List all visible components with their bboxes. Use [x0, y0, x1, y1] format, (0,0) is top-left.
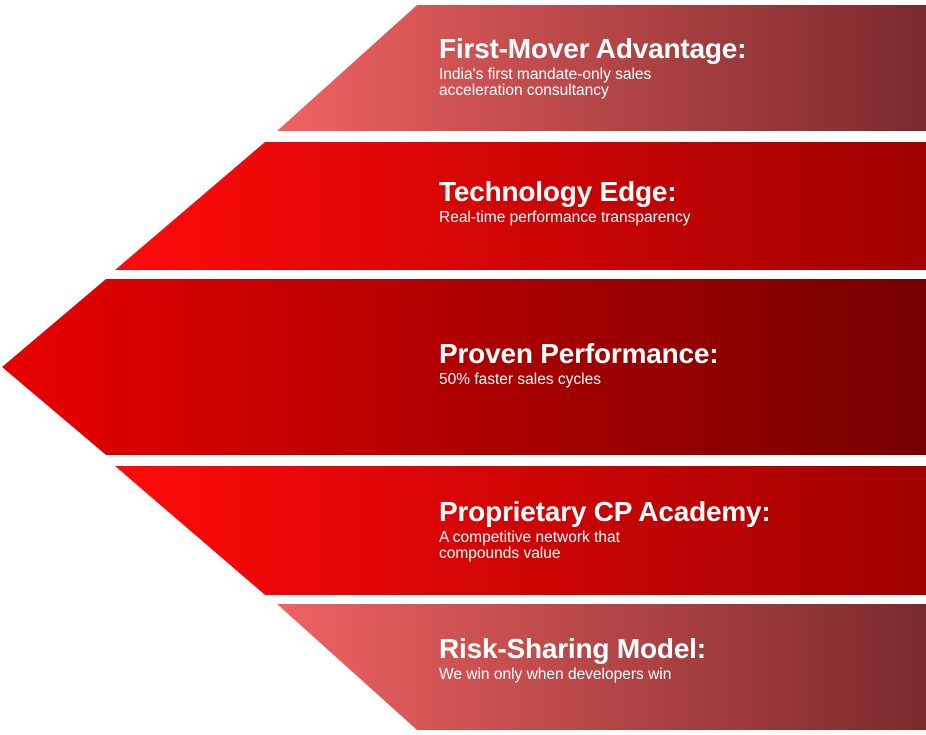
band-2 — [115, 142, 926, 270]
item-risk-sharing: Risk-Sharing Model: We win only when dev… — [439, 633, 706, 683]
item-desc: 50% faster sales cycles — [439, 371, 601, 388]
item-title: First-Mover Advantage: — [439, 33, 747, 64]
band-5 — [277, 604, 926, 730]
item-desc-line2: acceleration consultancy — [439, 82, 609, 99]
item-technology-edge: Technology Edge: Real-time performance t… — [439, 176, 691, 226]
item-title: Proprietary CP Academy: — [439, 496, 771, 527]
item-title: Risk-Sharing Model: — [439, 633, 706, 664]
band-4 — [115, 466, 926, 595]
band-3-arrow-tip — [2, 279, 926, 455]
item-desc: A competitive network that — [439, 529, 620, 546]
item-desc: We win only when developers win — [439, 666, 672, 683]
item-title: Proven Performance: — [439, 338, 719, 369]
item-proven-performance: Proven Performance: 50% faster sales cyc… — [439, 338, 719, 388]
item-desc: India's first mandate-only sales — [439, 66, 652, 83]
band-1 — [277, 5, 926, 131]
item-desc: Real-time performance transparency — [439, 209, 691, 226]
item-desc-line2: compounds value — [439, 545, 561, 562]
item-cp-academy: Proprietary CP Academy: A competitive ne… — [439, 496, 771, 562]
item-first-mover: First-Mover Advantage: India's first man… — [439, 33, 746, 99]
item-title: Technology Edge: — [439, 176, 677, 207]
